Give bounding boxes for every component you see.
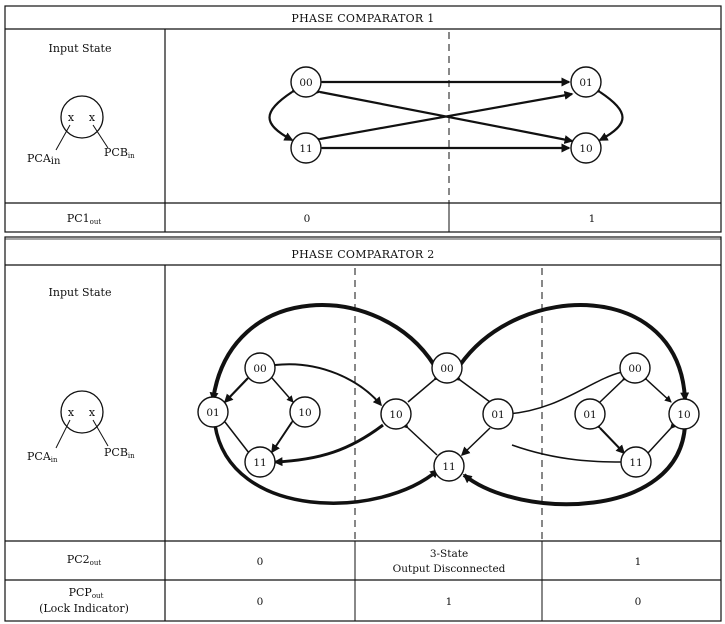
pc2-left-state-01: 01 bbox=[197, 396, 229, 428]
pc1-transitions bbox=[268, 77, 624, 153]
svg-text:10: 10 bbox=[389, 409, 402, 421]
svg-text:10: 10 bbox=[298, 407, 311, 419]
svg-text:00: 00 bbox=[299, 77, 312, 89]
pcp-output-center: 1 bbox=[446, 596, 453, 608]
svg-text:00: 00 bbox=[628, 363, 641, 375]
pc1-input-symbol: x x bbox=[55, 95, 109, 151]
pc1-state-00: 00 bbox=[290, 66, 322, 98]
svg-text:00: 00 bbox=[440, 363, 453, 375]
pc2-left-state-00: 00 bbox=[244, 352, 276, 384]
pc2-output-high: 1 bbox=[635, 556, 642, 568]
pc2-transitions bbox=[209, 303, 690, 507]
pc2-x-mark-a: x bbox=[68, 406, 75, 419]
pc2-input-state-label: Input State bbox=[49, 286, 112, 299]
pc1-x-mark-a: x bbox=[68, 111, 75, 124]
pc2-right-state-10: 10 bbox=[668, 398, 700, 430]
pc1-pca-label: PCAin bbox=[27, 152, 61, 167]
pc1-state-10: 10 bbox=[570, 132, 602, 164]
svg-text:10: 10 bbox=[579, 143, 592, 155]
pc1-state-11: 11 bbox=[290, 132, 322, 164]
pc1-input-state-label: Input State bbox=[49, 42, 112, 55]
pc2-right-state-01: 01 bbox=[574, 398, 606, 430]
pcp-output-label: PCPout bbox=[69, 586, 104, 600]
pc1-title: PHASE COMPARATOR 1 bbox=[291, 12, 434, 25]
svg-text:11: 11 bbox=[629, 457, 642, 469]
pc2-center-state-01: 01 bbox=[482, 398, 514, 430]
svg-text:11: 11 bbox=[442, 461, 455, 473]
pc2-right-state-11: 11 bbox=[620, 446, 652, 478]
pc1-output-low: 0 bbox=[304, 213, 311, 225]
pc2-output-disconnected: Output Disconnected bbox=[393, 563, 506, 575]
svg-text:01: 01 bbox=[491, 409, 504, 421]
pc1-state-01: 01 bbox=[570, 66, 602, 98]
svg-text:01: 01 bbox=[583, 409, 596, 421]
svg-text:01: 01 bbox=[206, 407, 219, 419]
pcp-output-right: 0 bbox=[635, 596, 642, 608]
svg-text:11: 11 bbox=[253, 457, 266, 469]
svg-text:10: 10 bbox=[677, 409, 690, 421]
phase-comparator-1-table: PHASE COMPARATOR 1 Input State x x PCAin… bbox=[4, 5, 722, 233]
pcp-output-left: 0 bbox=[257, 596, 264, 608]
svg-text:11: 11 bbox=[299, 143, 312, 155]
phase-comparator-2-table: PHASE COMPARATOR 2 Input State x x PCAin… bbox=[4, 236, 722, 622]
pc2-output-3state: 3-State bbox=[430, 548, 468, 560]
pc2-pca-label: PCAin bbox=[27, 450, 58, 464]
pc1-output-high: 1 bbox=[589, 213, 596, 225]
pc2-x-mark-b: x bbox=[89, 406, 96, 419]
pc2-center-state-00: 00 bbox=[431, 352, 463, 384]
svg-text:01: 01 bbox=[579, 77, 592, 89]
pc1-output-label: PC1out bbox=[67, 212, 102, 226]
pc2-center-state-11: 11 bbox=[433, 450, 465, 482]
pcp-lock-indicator-label: (Lock Indicator) bbox=[39, 602, 129, 615]
pc2-pcb-label: PCBin bbox=[104, 446, 135, 460]
pc2-title: PHASE COMPARATOR 2 bbox=[291, 248, 434, 261]
pc1-pcb-label: PCBin bbox=[104, 146, 135, 160]
pc2-input-symbol: x x bbox=[55, 390, 109, 449]
pc2-left-state-11: 11 bbox=[244, 446, 276, 478]
pc2-output-low: 0 bbox=[257, 556, 264, 568]
pc2-right-state-00: 00 bbox=[619, 352, 651, 384]
pc2-left-state-10: 10 bbox=[289, 396, 321, 428]
svg-text:00: 00 bbox=[253, 363, 266, 375]
pc2-output-label: PC2out bbox=[67, 553, 102, 567]
pc1-x-mark-b: x bbox=[89, 111, 96, 124]
pc2-center-state-10: 10 bbox=[380, 398, 412, 430]
